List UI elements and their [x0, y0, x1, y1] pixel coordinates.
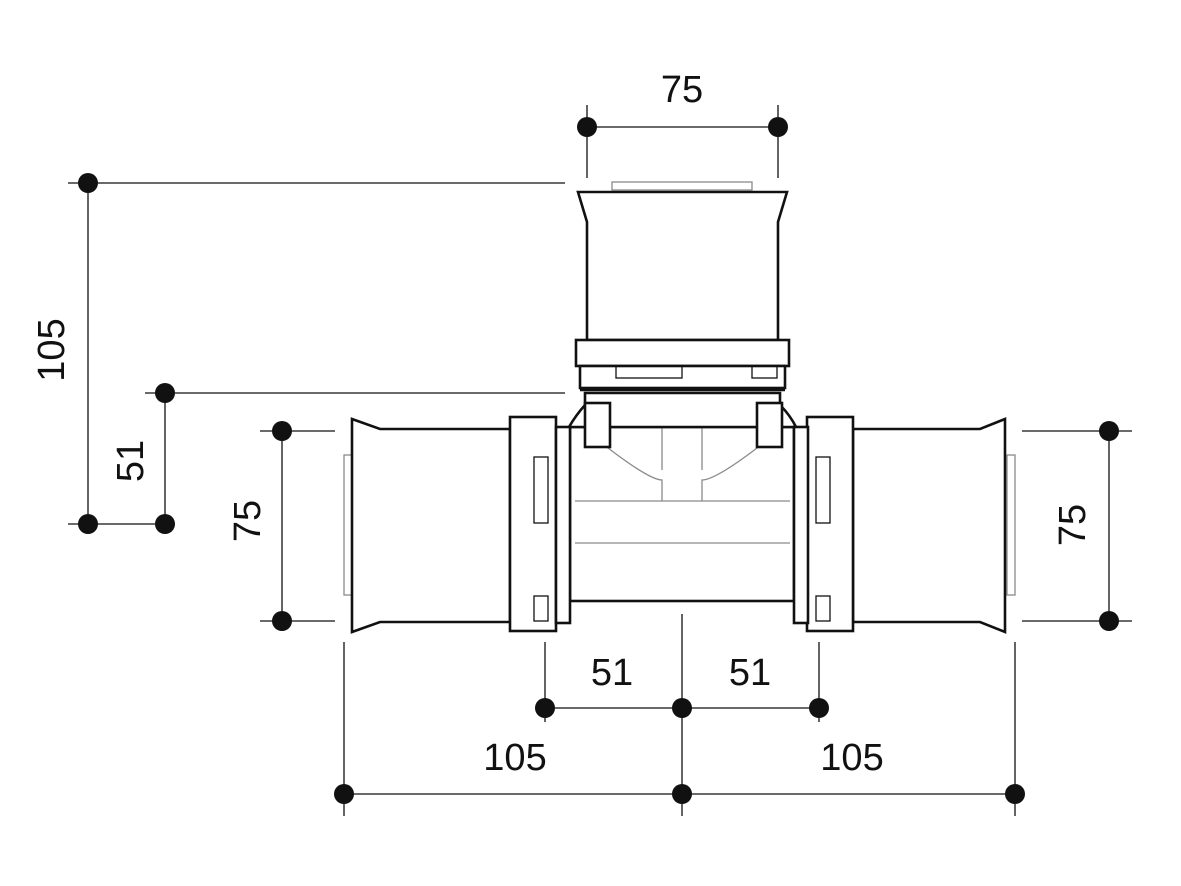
dim-label-center-left: 51 — [591, 652, 633, 694]
dimension-dots — [78, 117, 1119, 804]
top-press-sleeve — [574, 181, 791, 392]
dim-dot — [1099, 421, 1119, 441]
dim-dot — [672, 698, 692, 718]
dim-dot — [78, 514, 98, 534]
dim-dot — [1099, 611, 1119, 631]
dim-dot — [155, 514, 175, 534]
dim-label-overall-right: 105 — [820, 737, 883, 779]
dim-dot — [672, 784, 692, 804]
dim-dot — [577, 117, 597, 137]
dim-label-left-diameter: 75 — [227, 500, 269, 542]
dim-dot — [768, 117, 788, 137]
dim-label-right-diameter: 75 — [1052, 504, 1094, 546]
dim-dot — [334, 784, 354, 804]
tee-body — [566, 391, 799, 603]
dim-label-center-height: 51 — [110, 440, 152, 482]
dim-dot — [272, 421, 292, 441]
dim-dot — [1005, 784, 1025, 804]
dim-dot — [78, 173, 98, 193]
dim-dot — [272, 611, 292, 631]
left-press-sleeve — [343, 415, 572, 634]
dim-label-top-width: 75 — [661, 69, 703, 111]
dim-dot — [155, 383, 175, 403]
dim-label-center-right: 51 — [729, 652, 771, 694]
right-press-sleeve — [792, 415, 1016, 634]
dim-dot — [535, 698, 555, 718]
dim-label-overall-left: 105 — [483, 737, 546, 779]
dim-dot — [809, 698, 829, 718]
dim-label-branch-height: 105 — [31, 318, 73, 381]
